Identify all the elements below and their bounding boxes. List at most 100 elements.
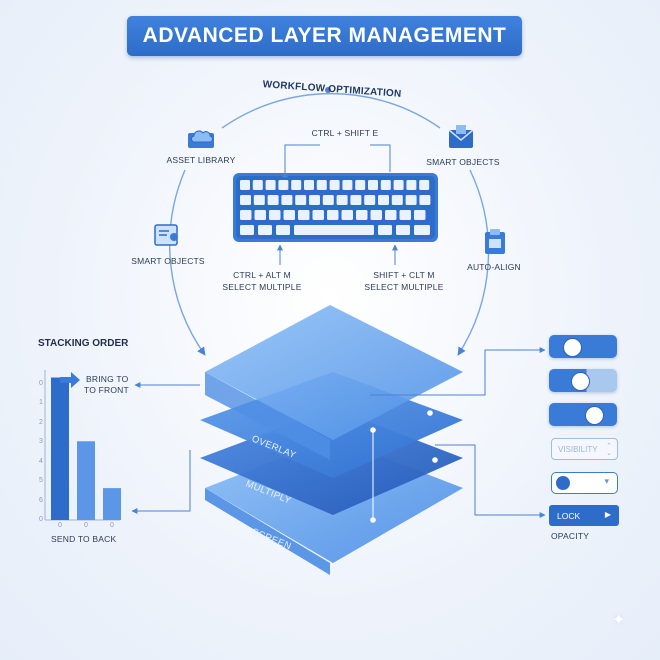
shortcut-top-arrow-right <box>370 144 391 172</box>
keyboard-key <box>380 180 391 190</box>
chart-bar <box>103 488 121 520</box>
stacking-chart <box>44 370 200 521</box>
node-dot-4 <box>370 517 376 523</box>
node-label-smart-objects-right: SMART OBJECTS <box>426 157 500 167</box>
toggle-knob <box>563 338 582 357</box>
visibility-label: VISIBILITY <box>558 444 598 454</box>
bring-label-1: BRING TO <box>86 374 129 384</box>
chart-x-tick: 0 <box>110 522 114 529</box>
keyboard-key <box>253 195 265 205</box>
keyboard-key <box>240 225 254 235</box>
keyboard-key <box>341 210 353 220</box>
lock-button[interactable]: LOCK ▶ <box>549 505 619 526</box>
keyboard-key <box>396 225 410 235</box>
opacity-dropdown[interactable]: ▾ <box>551 472 618 494</box>
keyboard-key <box>309 195 320 205</box>
shortcut-right-2: SELECT MULTIPLE <box>364 282 444 292</box>
shortcut-top: CTRL + SHIFT E <box>311 128 379 138</box>
keyboard-key <box>414 210 426 220</box>
keyboard-key <box>385 210 397 220</box>
keyboard-key <box>322 195 334 205</box>
keyboard-key <box>406 180 417 190</box>
chart-y-tick: 3 <box>39 438 43 446</box>
keyboard-key <box>294 225 374 235</box>
envelope-icon <box>448 125 474 148</box>
node-label-asset-library: ASSET LIBRARY <box>166 155 236 165</box>
connector-toggle <box>370 347 546 396</box>
keyboard-key <box>327 210 339 220</box>
chart-y-tick: 2 <box>39 418 43 426</box>
keyboard-key <box>378 195 389 205</box>
keyboard-key <box>258 225 272 235</box>
chart-x-tick: 0 <box>58 522 62 529</box>
chart-y-tick: 0 <box>39 516 43 523</box>
keyboard-key <box>370 210 382 220</box>
chart-y-tick: 5 <box>39 477 43 485</box>
cloud-folder-icon <box>188 130 214 148</box>
keyboard-key <box>336 195 348 205</box>
keyboard-key <box>414 225 430 235</box>
shortcut-left-2: SELECT MULTIPLE <box>222 282 302 292</box>
keyboard-key <box>368 180 378 190</box>
node-dot-3 <box>432 457 438 463</box>
layer-top-side <box>205 372 330 460</box>
keyboard-key <box>329 180 340 190</box>
keyboard-key <box>378 225 392 235</box>
send-label: SEND TO BACK <box>51 534 117 544</box>
select-arrows-icon: ⌃⌄ <box>606 443 612 457</box>
keyboard-key <box>240 210 252 220</box>
chevron-down-icon: ▾ <box>604 476 609 486</box>
lock-label: LOCK <box>557 510 581 521</box>
chart-x-tick: 0 <box>84 522 88 529</box>
chart-bar <box>77 441 95 520</box>
play-icon: ▶ <box>604 510 611 519</box>
node-label-auto-align: AUTO-ALIGN <box>467 262 521 272</box>
chart-y-tick: 4 <box>39 457 43 465</box>
keyboard-key <box>364 195 376 205</box>
keyboard-key <box>252 180 263 190</box>
shortcut-top-arrow-left <box>282 144 320 178</box>
keyboard-key <box>399 210 411 220</box>
sparkle-icon: ✦ <box>612 612 626 629</box>
keyboard-key <box>316 180 327 190</box>
chart-bar <box>51 377 69 520</box>
chart-y-tick: 0 <box>39 380 43 387</box>
keyboard-key <box>355 180 366 190</box>
toggle-switch-1[interactable] <box>549 335 617 358</box>
document-pin-icon <box>154 224 178 246</box>
toggle-switch-2[interactable] <box>549 369 617 392</box>
toggle-knob <box>585 406 604 425</box>
bring-front-arrow-icon <box>60 372 80 388</box>
keyboard-key <box>304 180 314 190</box>
keyboard-key <box>254 210 266 220</box>
stacking-heading: STACKING ORDER <box>38 338 129 349</box>
keyboard-key <box>391 195 403 205</box>
keyboard-key <box>312 210 324 220</box>
keyboard-key <box>298 210 310 220</box>
keyboard-key <box>405 195 417 205</box>
keyboard-key <box>269 210 281 220</box>
keyboard-key <box>342 180 353 190</box>
bring-label-2: TO FRONT <box>84 385 129 395</box>
keyboard-key <box>283 210 295 220</box>
workflow-arc-right <box>457 169 490 356</box>
opacity-label: OPACITY <box>551 531 590 541</box>
keyboard-key <box>295 195 307 205</box>
keyboard-key <box>291 180 302 190</box>
keyboard-key <box>393 180 404 190</box>
keyboard-key <box>356 210 368 220</box>
keyboard-key <box>281 195 293 205</box>
keyboard-key <box>419 180 430 190</box>
radio-dot-icon <box>556 476 570 490</box>
workflow-arc-top <box>221 93 441 129</box>
keyboard-key <box>276 225 290 235</box>
visibility-select[interactable]: VISIBILITY ⌃⌄ <box>551 438 618 460</box>
shortcut-right-1: SHIFT + CLT M <box>373 270 435 280</box>
toggle-switch-3[interactable] <box>549 403 617 426</box>
node-dot-1 <box>370 427 376 433</box>
page-title: ADVANCED LAYER MANAGEMENT <box>142 24 507 47</box>
shortcut-left-1: CTRL + ALT M <box>233 270 291 280</box>
layer-screen-side <box>205 488 330 575</box>
chart-y-tick: 6 <box>39 496 43 504</box>
